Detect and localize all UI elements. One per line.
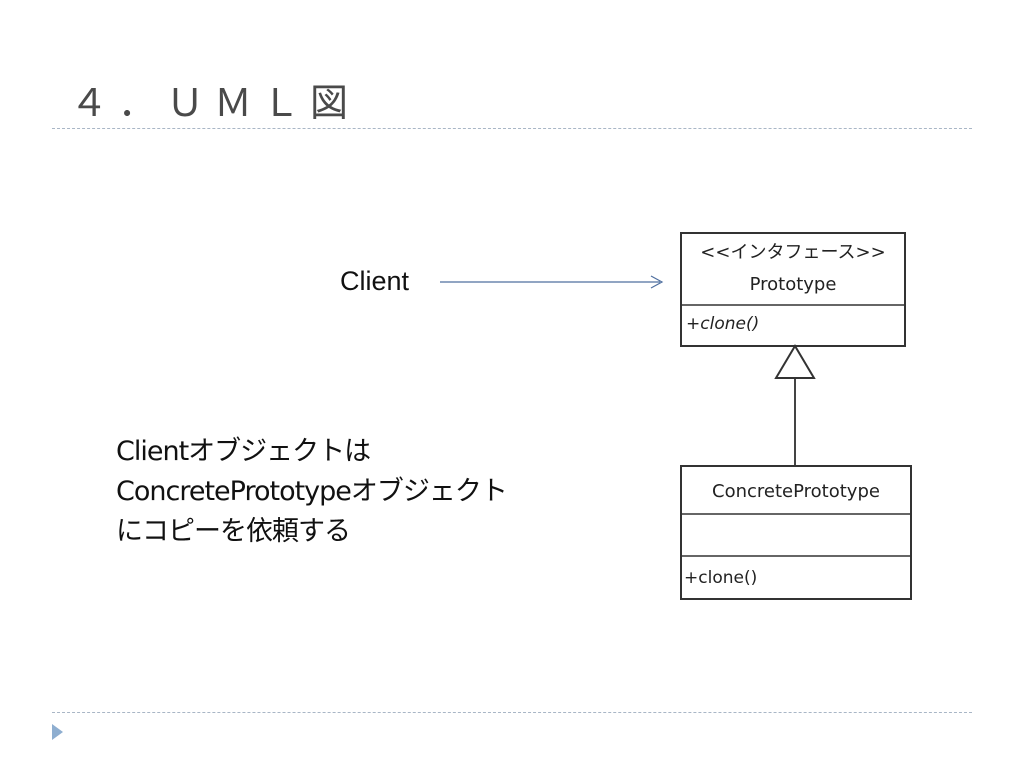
prototype-class-box: <<インタフェース>> Prototype +clone() <box>680 232 906 347</box>
footer-divider <box>52 712 972 713</box>
concrete-class-box: ConcretePrototype +clone() <box>680 465 912 600</box>
concrete-class-name: ConcretePrototype <box>712 481 880 502</box>
client-association-arrow <box>440 275 664 289</box>
slide-title: ４．ＵＭＬ図 <box>70 81 359 125</box>
description-line: にコピーを依頼する <box>116 516 351 547</box>
description-line: ConcretePrototypeオブジェクト <box>116 476 508 507</box>
description-line: Clientオブジェクトは <box>116 436 371 467</box>
inheritance-arrow <box>774 344 816 466</box>
prototype-method: +clone() <box>686 314 759 334</box>
concrete-method: +clone() <box>684 568 757 588</box>
client-label: Client <box>340 266 410 296</box>
play-bullet-icon <box>52 724 63 740</box>
prototype-class-name: Prototype <box>750 274 837 295</box>
prototype-stereotype: <<インタフェース>> <box>700 242 885 263</box>
description-text: Clientオブジェクトは ConcretePrototypeオブジェクト にコ… <box>116 432 508 552</box>
title-divider <box>52 128 972 129</box>
